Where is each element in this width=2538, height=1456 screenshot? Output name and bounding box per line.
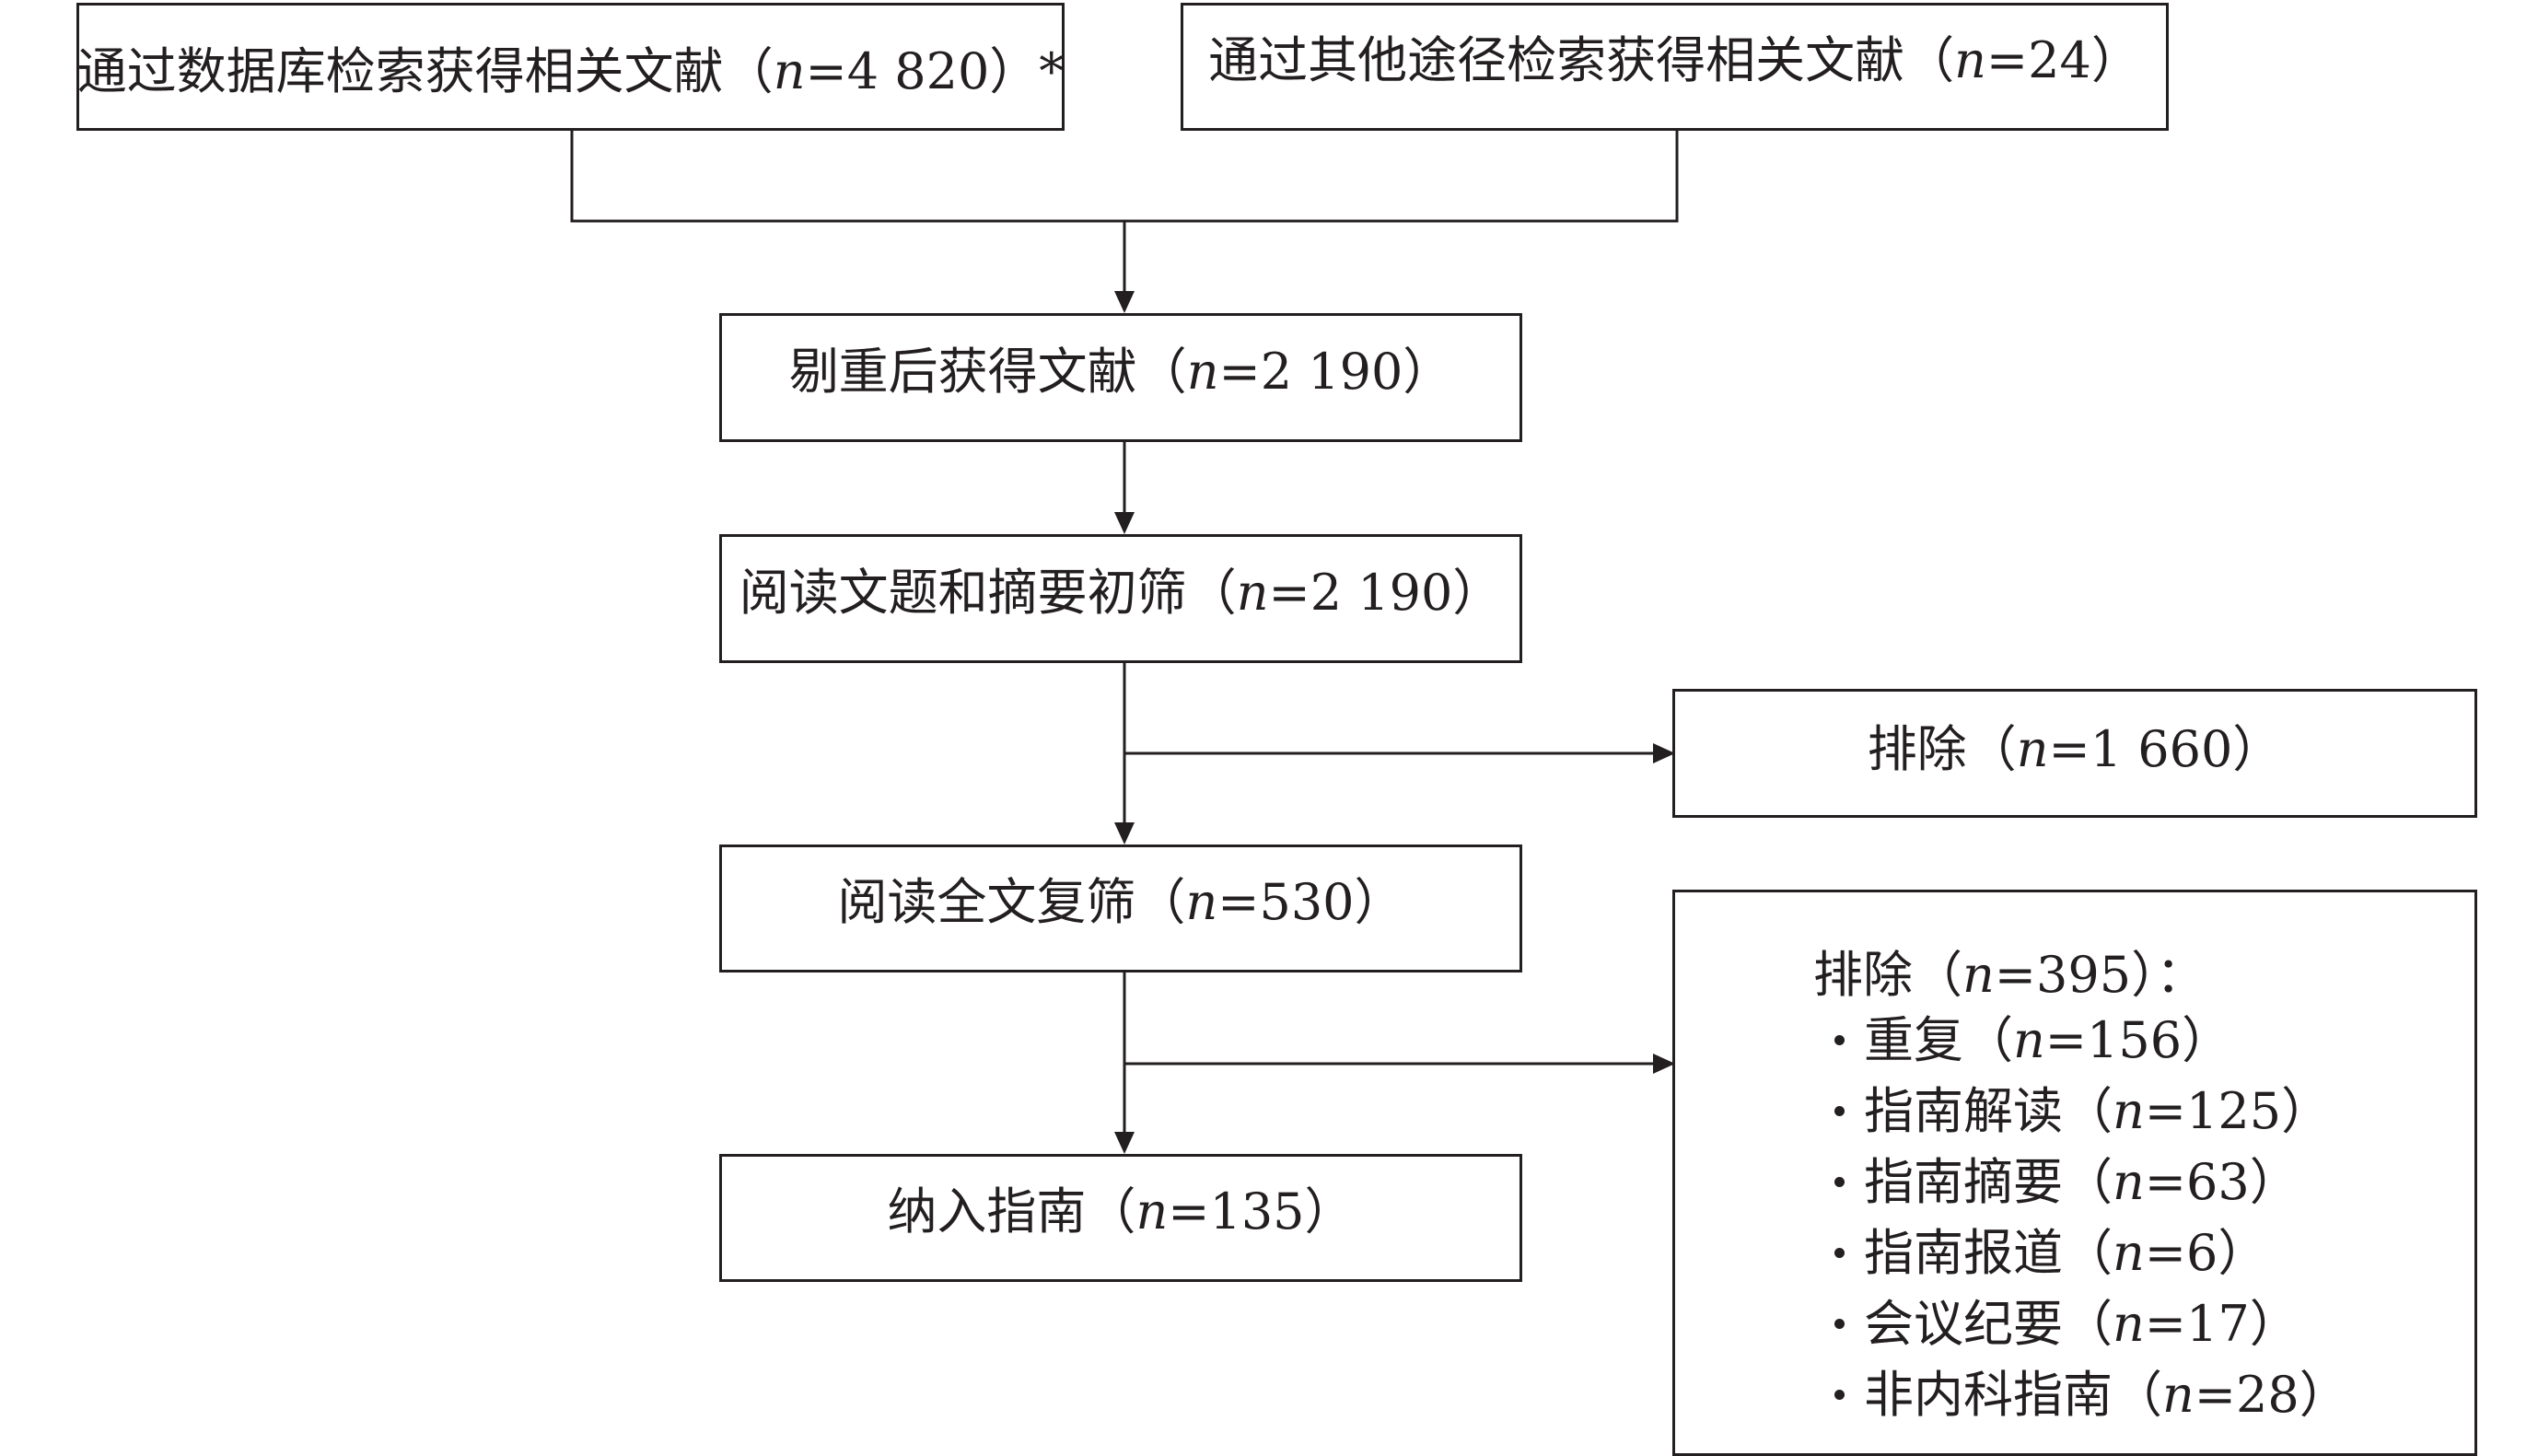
other-sources-box: 通过其他途径检索获得相关文献（n=24） (1181, 3, 2169, 131)
box-label: 通过其他途径检索获得相关文献（n=24） (1208, 31, 2141, 89)
exclusion-box-2: 排除（n=395）： 重复（n=156） 指南解读（n=125） 指南摘要（n=… (1672, 890, 2477, 1456)
box-label: 纳入指南（n=135） (887, 1182, 1355, 1241)
bullet-icon (1834, 1390, 1845, 1400)
list-item: 指南报道（n=6） (1834, 1217, 2349, 1288)
dedup-box: 剔重后获得文献（n=2 190） (719, 313, 1522, 442)
box-label: 阅读全文复筛（n=530） (837, 873, 1404, 931)
exclusion-box-1: 排除（n=1 660） (1672, 689, 2477, 818)
arrowhead-icon (1114, 291, 1135, 313)
list-item: 指南摘要（n=63） (1834, 1147, 2349, 1217)
database-search-box: 通过数据库检索获得相关文献（n=4 820）* (76, 3, 1065, 131)
arrowhead-icon (1114, 512, 1135, 534)
arrowhead-icon (1653, 743, 1675, 763)
bullet-icon (1834, 1177, 1845, 1187)
included-guidelines-box: 纳入指南（n=135） (719, 1154, 1522, 1282)
box-label: 通过数据库检索获得相关文献（n=4 820）* (76, 42, 1065, 100)
bullet-icon (1834, 1035, 1845, 1045)
list-item: 非内科指南（n=28） (1834, 1359, 2349, 1430)
list-item: 指南解读（n=125） (1834, 1076, 2349, 1147)
box-label: 阅读文题和摘要初筛（n=2 190） (739, 563, 1503, 622)
box-label: 剔重后获得文献（n=2 190） (788, 342, 1453, 401)
fulltext-screen-box: 阅读全文复筛（n=530） (719, 844, 1522, 973)
exclusion-reason-list: 重复（n=156） 指南解读（n=125） 指南摘要（n=63） 指南报道（n=… (1834, 1005, 2349, 1430)
arrowhead-icon (1114, 822, 1135, 844)
arrowhead-icon (1114, 1132, 1135, 1154)
exclusion-heading: 排除（n=395）： (1813, 946, 2206, 1004)
bullet-icon (1834, 1106, 1845, 1116)
list-item: 重复（n=156） (1834, 1005, 2349, 1076)
bullet-icon (1834, 1248, 1845, 1258)
list-item: 会议纪要（n=17） (1834, 1288, 2349, 1359)
arrowhead-icon (1653, 1054, 1675, 1074)
merge-connector (570, 131, 1679, 223)
bullet-icon (1834, 1319, 1845, 1329)
box-label: 排除（n=1 660） (1867, 719, 2283, 778)
title-abstract-screen-box: 阅读文题和摘要初筛（n=2 190） (719, 534, 1522, 663)
